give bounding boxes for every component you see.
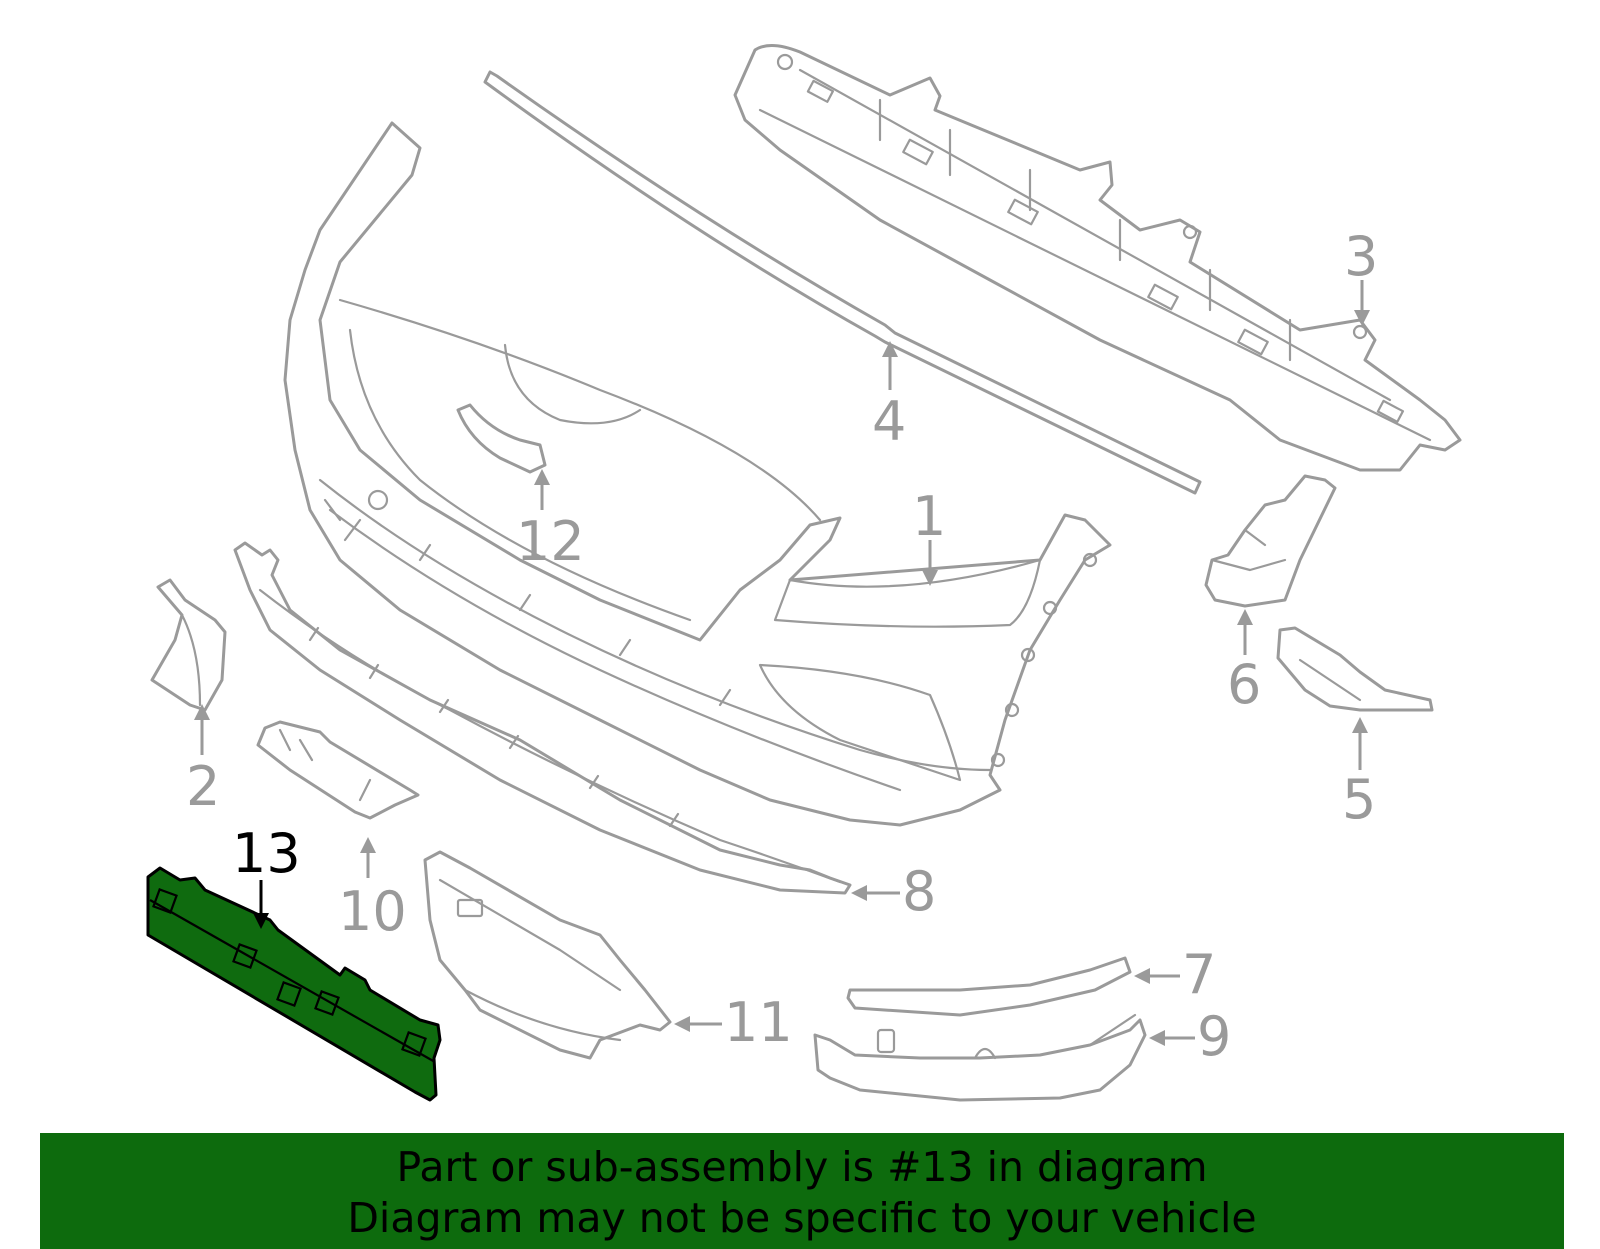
part-8-lower-lip[interactable] bbox=[233, 541, 852, 895]
callout-9: 9 bbox=[1197, 1005, 1231, 1068]
info-banner: Part or sub-assembly is #13 in diagram D… bbox=[40, 1133, 1564, 1249]
callout-7: 7 bbox=[1182, 943, 1216, 1006]
part-11-fog-cover[interactable] bbox=[423, 850, 672, 1060]
part-5-tow-bracket[interactable] bbox=[1276, 626, 1434, 712]
banner-line-2: Diagram may not be specific to your vehi… bbox=[347, 1194, 1257, 1242]
part-2-side-bracket[interactable] bbox=[150, 578, 227, 712]
part-6-side-bracket[interactable] bbox=[1204, 474, 1337, 608]
part-3-reinforcement-beam[interactable] bbox=[733, 44, 1462, 472]
part-1-bumper-cover[interactable] bbox=[283, 121, 1112, 827]
callout-4: 4 bbox=[872, 390, 906, 453]
part-4-upper-strip[interactable] bbox=[483, 70, 1202, 495]
part-10-grille-insert[interactable] bbox=[256, 720, 420, 820]
part-13-license-bracket[interactable] bbox=[146, 866, 442, 1102]
callout-6: 6 bbox=[1227, 653, 1261, 716]
callout-12: 12 bbox=[516, 510, 585, 573]
part-9-lower-trim[interactable] bbox=[813, 1013, 1147, 1102]
callout-3: 3 bbox=[1344, 225, 1378, 288]
callout-8: 8 bbox=[902, 860, 936, 923]
callout-1: 1 bbox=[912, 485, 946, 548]
banner-line-1: Part or sub-assembly is #13 in diagram bbox=[396, 1143, 1208, 1191]
part-12-emblem[interactable] bbox=[456, 403, 547, 474]
callout-5: 5 bbox=[1342, 768, 1376, 831]
callout-arrows bbox=[194, 280, 1370, 1046]
callout-13: 13 bbox=[232, 822, 301, 885]
callout-10: 10 bbox=[338, 880, 407, 943]
part-7-trim-strip[interactable] bbox=[846, 956, 1132, 1017]
callout-2: 2 bbox=[186, 755, 220, 818]
callout-11: 11 bbox=[724, 991, 793, 1054]
